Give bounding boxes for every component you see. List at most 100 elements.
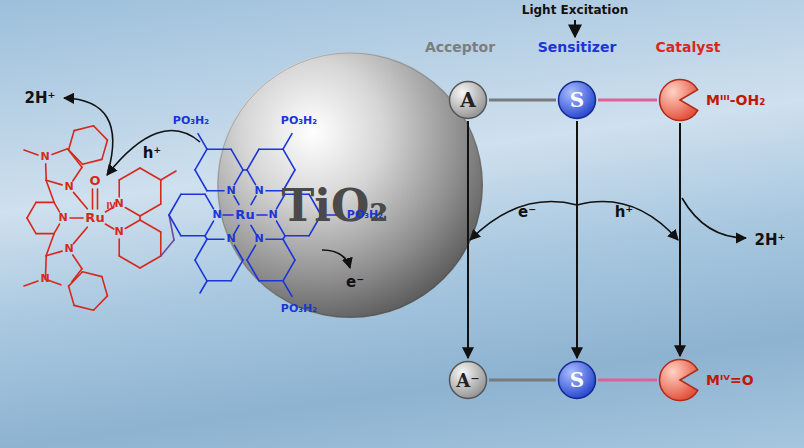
bond (247, 149, 259, 170)
bond (223, 214, 233, 216)
electron-label: e⁻ (518, 204, 536, 221)
bond (72, 269, 82, 282)
bond (234, 196, 239, 205)
bond (231, 149, 243, 170)
tio2-sphere (217, 52, 483, 318)
bond (235, 170, 244, 185)
bond (181, 193, 205, 195)
bond (283, 239, 295, 260)
atom-label: N (226, 233, 235, 245)
node-text: TiO₂ (281, 180, 388, 231)
transition-arrow (467, 121, 469, 358)
bond (181, 235, 205, 237)
bond (283, 134, 292, 150)
catalyst-shape: Mᴵᴵᴵ-OH₂ (658, 78, 771, 122)
transition-arrow (679, 123, 681, 356)
ion-label: 2H⁺ (25, 90, 56, 107)
bond (195, 149, 207, 170)
bond (283, 281, 292, 297)
hole-label: h⁺ (615, 204, 634, 221)
bond (73, 192, 87, 208)
bond (74, 305, 93, 310)
catalyst-shape: Mᴵⱽ=O (658, 358, 760, 402)
bond (82, 272, 101, 277)
link-line (489, 379, 556, 382)
bond (73, 167, 82, 181)
bond (205, 221, 214, 236)
pacman-outline (660, 360, 698, 401)
bond (69, 131, 75, 150)
column-heading: Sensitizer (538, 40, 617, 55)
bond (139, 216, 141, 220)
bond (46, 180, 54, 202)
group-label: PO₃H₂ (347, 209, 383, 221)
bond (82, 159, 101, 164)
sensitizer-circle: S (557, 80, 597, 120)
bond (140, 204, 161, 216)
bond (46, 234, 54, 256)
bond (169, 215, 181, 236)
bond (207, 280, 231, 282)
pacman-outline (658, 78, 702, 122)
atom-label: N (64, 243, 73, 255)
oxidation-state: IV (106, 203, 115, 212)
atom-label: N (268, 209, 277, 221)
acceptor-circle: A (448, 80, 488, 120)
bond (283, 236, 285, 239)
transfer-arrows (64, 20, 746, 268)
bond (207, 148, 231, 150)
bond (205, 194, 214, 209)
circle-outline (450, 362, 487, 399)
bond (247, 170, 256, 185)
bond (200, 281, 207, 293)
link-line (598, 99, 657, 102)
atom-label: N (64, 181, 73, 193)
circle-outline (559, 82, 596, 119)
bond (119, 168, 140, 180)
bond (54, 224, 60, 234)
atom-label: N (254, 185, 263, 197)
bond (259, 148, 283, 150)
bond (161, 240, 174, 256)
bond (69, 150, 83, 164)
hole-label: h⁺ (143, 145, 162, 162)
bond (119, 256, 140, 268)
bond (140, 220, 161, 232)
atom-label: N (58, 212, 67, 224)
bond (285, 235, 309, 237)
bond (36, 202, 54, 204)
bond (160, 180, 162, 204)
column-heading: Catalyst (656, 40, 721, 55)
circle-outline (450, 82, 487, 119)
bond (27, 218, 36, 234)
bond (259, 280, 283, 282)
pacman-outline (658, 358, 702, 402)
bond (195, 239, 207, 260)
node-text: A (460, 88, 476, 112)
bond (102, 277, 108, 296)
bond (68, 149, 82, 168)
bond (46, 180, 62, 185)
bond (54, 202, 60, 212)
bond (243, 169, 247, 171)
atom-label: N (40, 151, 49, 163)
bond (283, 260, 295, 281)
pacman-outline (660, 80, 698, 121)
transition-arrow (576, 121, 578, 358)
bond (160, 232, 162, 256)
bond (235, 245, 244, 260)
bond (195, 170, 207, 191)
column-heading: Acceptor (425, 40, 495, 55)
group-label: PO₃H₂ (281, 115, 317, 127)
node-text: Mᴵᴵᴵ-OH₂ (706, 92, 765, 108)
bond (74, 126, 93, 131)
bond (73, 255, 82, 269)
atom-label: O (89, 174, 100, 188)
node-text: A⁻ (456, 370, 479, 391)
bond (125, 220, 140, 229)
excitation-label: Light Excitation (522, 4, 628, 17)
group-label: PO₃H₂ (281, 303, 317, 315)
bond (46, 251, 62, 256)
